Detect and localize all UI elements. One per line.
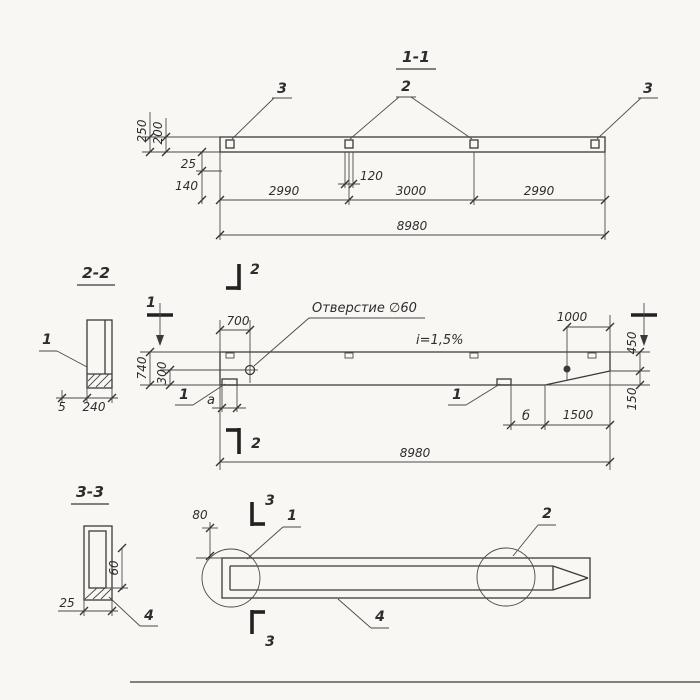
section-mark-2-top: 2 (226, 262, 260, 290)
elevation-total-dimension: 8980 (215, 371, 615, 470)
detail-circle-right (476, 547, 536, 607)
beam-bottom-inner-lines (229, 565, 589, 591)
section-3-3-view: 3-3 60 25 4 (58, 483, 158, 627)
section-2-2-title: 2-2 (82, 264, 110, 282)
section-mark-3-bottom: 3 (250, 610, 275, 650)
section-3-3-dim-width: 25 (58, 596, 118, 616)
section-mark-3-top: 3 (250, 493, 275, 526)
dim-300: 300 (155, 361, 169, 384)
anchor-plates-plan (225, 139, 600, 149)
mark-3-top-label: 3 (265, 493, 275, 509)
arrow-down-right (640, 335, 648, 346)
dim-60: 60 (107, 560, 121, 576)
bottom-callout-2: 2 (512, 506, 556, 557)
elevation-callout-left: 1 (175, 383, 226, 406)
callout-1-elev-right: 1 (452, 387, 462, 403)
callout-1-elev-left: 1 (179, 387, 189, 403)
dim-2990-right: 2990 (524, 184, 555, 198)
callout-2: 2 (401, 79, 411, 95)
plan-anchor-dimension: 120 (338, 152, 383, 189)
mark-3-bottom-label: 3 (265, 634, 275, 650)
dim-250: 250 (135, 119, 149, 142)
section-2-2-outline (86, 319, 113, 389)
dim-80: 80 (192, 508, 208, 522)
node-a-dimension: а (207, 385, 246, 413)
section-3-3-inner (88, 530, 107, 589)
dim-2990-left: 2990 (269, 184, 300, 198)
plan-left-dimensions: 250 200 25 140 (135, 112, 222, 205)
section-2-2-dimensions: 5 240 (56, 388, 118, 414)
dim-150: 150 (625, 387, 639, 410)
dim-3000: 3000 (396, 184, 427, 198)
dim-8980-plan: 8980 (397, 219, 428, 233)
elevation-left-dimensions: 740 300 (135, 347, 250, 390)
dim-1000: 1000 (557, 310, 588, 324)
node-b-dimension: б 1500 (503, 385, 615, 430)
slope-label: i=1,5% (416, 333, 464, 348)
dim-120: 120 (360, 169, 383, 183)
section-2-2-hatch (87, 373, 113, 388)
callout-1-section22: 1 (42, 332, 52, 348)
callout-2-bottom: 2 (542, 506, 552, 522)
plan-view: 1-1 3 2 3 (135, 48, 658, 240)
dim-1500: 1500 (563, 408, 594, 422)
dim-5: 5 (58, 400, 66, 414)
dim-740: 740 (135, 356, 149, 379)
section-3-3-callout: 4 (108, 596, 158, 627)
elevation-top-dimensions: 700 1000 (215, 310, 615, 352)
plan-span-dimensions: 2990 3000 2990 8980 (215, 152, 610, 240)
detail-circle-left (201, 548, 261, 608)
dim-450: 450 (625, 331, 639, 354)
dim-200: 200 (151, 121, 165, 144)
bottom-view: 3 3 1 2 4 (192, 493, 591, 650)
hole-right (563, 326, 571, 381)
dim-240: 240 (83, 400, 106, 414)
hole-note-text: Отверстие ∅60 (312, 301, 417, 316)
mark-1-label: 1 (146, 295, 156, 311)
callout-4-section33: 4 (143, 608, 154, 624)
callout-3-left: 3 (277, 81, 287, 97)
elevation-right-dimensions: 450 150 (545, 331, 650, 410)
beam-elevation-outline (219, 351, 611, 386)
embedded-plate-right (496, 378, 512, 386)
section-mark-2-bottom: 2 (226, 428, 261, 454)
callout-4-bottom: 4 (374, 609, 385, 625)
section-3-3-hatch (84, 587, 112, 600)
beam-plan-outline (219, 136, 606, 153)
plan-callout-left: 3 (231, 81, 292, 140)
mark-2-bottom-label: 2 (251, 436, 261, 452)
callout-3-right: 3 (643, 81, 653, 97)
dim-8980-elev: 8980 (400, 446, 431, 460)
bottom-dim-80: 80 (192, 508, 222, 561)
node-a-label: а (207, 393, 215, 408)
section-2-2-view: 2-2 1 5 240 (39, 264, 118, 414)
beam-bottom-outline (221, 557, 591, 599)
hole-note: Отверстие ∅60 (253, 301, 425, 367)
dim-700: 700 (227, 314, 250, 328)
arrow-down-left (156, 335, 164, 346)
plan-title: 1-1 (402, 48, 430, 66)
bottom-callout-1: 1 (246, 508, 301, 560)
anchor-marks-elevation (225, 352, 597, 359)
elevation-callout-right: 1 (448, 383, 501, 406)
mark-2-top-label: 2 (250, 262, 260, 278)
section-mark-1-right (631, 303, 657, 346)
node-b-label: б (522, 409, 530, 424)
plan-callout-mid: 2 (349, 79, 473, 140)
elevation-view: 2 1 (135, 262, 657, 470)
dim-140: 140 (175, 179, 198, 193)
section-2-2-callout: 1 (39, 332, 88, 368)
section-mark-1-left: 1 (146, 295, 173, 346)
section-3-3-outline (83, 525, 113, 601)
callout-1-bottom: 1 (287, 508, 297, 524)
dim-25: 25 (181, 157, 196, 171)
section-3-3-dim-height: 60 (106, 543, 128, 593)
dim-25-section33: 25 (59, 596, 74, 610)
section-3-3-title: 3-3 (76, 483, 104, 501)
plan-callout-right: 3 (596, 81, 658, 140)
embedded-plate-left (221, 378, 238, 386)
bottom-callout-4: 4 (337, 598, 389, 629)
